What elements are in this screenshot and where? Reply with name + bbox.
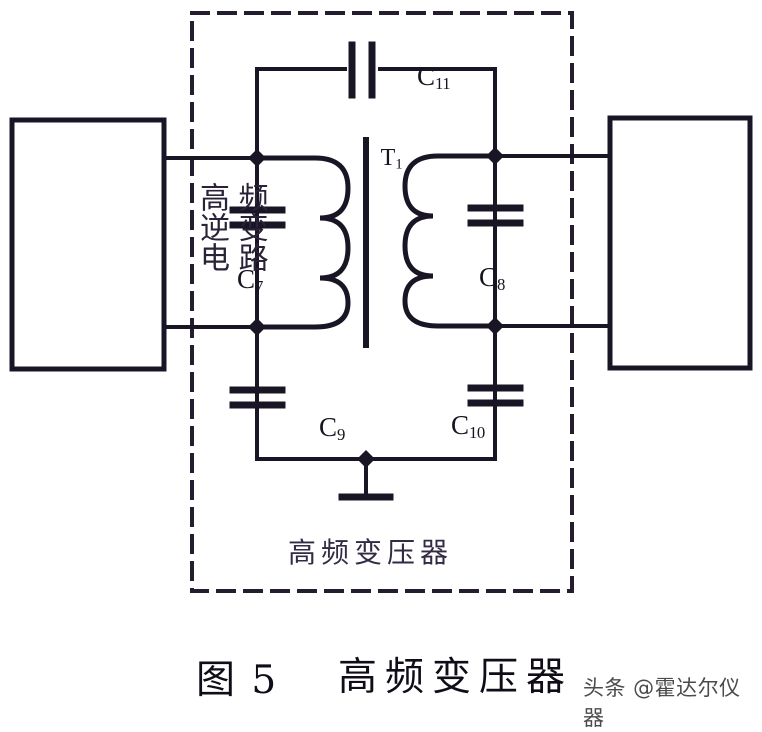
junction-dot-ground — [357, 450, 375, 468]
junction-dot-secondary-bottom — [486, 317, 504, 335]
transformer-secondary-winding — [402, 153, 498, 329]
inverter-block-label: 频变路 高逆电 — [46, 182, 268, 272]
figure-container: 频变路 高逆电 出流路 输整电 C11 T1 C7 C8 C9 C10 高频变压… — [9, 11, 762, 730]
figure-caption-title: 高频变压器 — [338, 655, 574, 700]
figure-caption-number: 图 5 — [196, 658, 279, 703]
rectifier-block-rect — [607, 115, 753, 371]
inverter-block-rect — [9, 117, 167, 372]
transformer-box-caption: 高频变压器 — [288, 536, 454, 569]
junction-dot-primary-top — [248, 149, 266, 167]
watermark-text: 头条 @霍达尔仪器 — [583, 676, 741, 730]
rectifier-block-label: 出流路 输整电 — [639, 182, 762, 272]
label-t1: T1 — [380, 145, 403, 173]
label-c9: C9 — [319, 412, 345, 445]
junction-dot-secondary-top — [486, 147, 504, 165]
inverter-label-col-left: 频变路 — [232, 182, 268, 272]
label-c10: C10 — [451, 410, 485, 443]
label-c11: C11 — [417, 61, 451, 94]
inverter-label-col-right: 高逆电 — [193, 182, 229, 272]
circuit-schematic — [9, 11, 753, 593]
label-c8: C8 — [479, 262, 505, 295]
label-c7: C7 — [237, 264, 263, 297]
transformer-primary-winding — [254, 155, 351, 330]
transformer-boundary-dashed-box — [190, 11, 574, 593]
junction-dot-primary-bottom — [248, 318, 266, 336]
